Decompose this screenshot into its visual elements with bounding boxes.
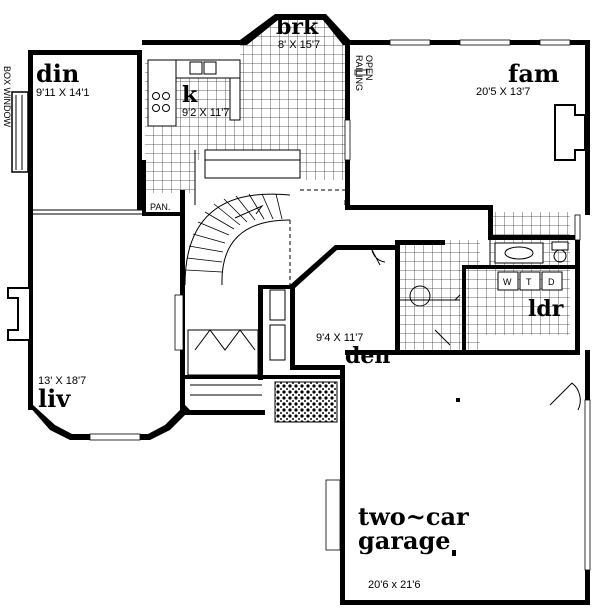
- room-dim-k: 9'2 X 11'7: [182, 107, 229, 119]
- room-name-garage-1: two~car: [358, 502, 469, 531]
- doors: [187, 249, 581, 411]
- label-dryer: D: [548, 277, 555, 287]
- room-name-din: din: [36, 59, 79, 88]
- room-dim-liv: 13' X 18'7: [38, 375, 86, 387]
- label-box-window: BOX WINDOW: [2, 66, 12, 128]
- room-dim-den: 9'4 X 11'7: [316, 332, 363, 344]
- room-dim-garage: 20'6 x 21'6: [368, 579, 421, 591]
- room-name-k: k: [182, 82, 198, 108]
- label-open-railing-2: RAILING: [354, 55, 364, 91]
- ceiling-marks: [452, 398, 460, 556]
- room-name-liv: liv: [38, 384, 71, 413]
- partitions: [33, 150, 491, 301]
- curved-staircase: [184, 193, 291, 286]
- windows: [89, 39, 591, 571]
- room-labels: brk 8' X 15'7 din 9'11 X 14'1 k 9'2 X 11…: [2, 14, 564, 591]
- planter: [274, 381, 338, 423]
- label-pantry: PAN.: [150, 202, 170, 212]
- label-open-railing-1: OPEN: [364, 55, 374, 81]
- room-name-brk: brk: [276, 14, 319, 40]
- room-dim-fam: 20'5 X 13'7: [476, 86, 530, 98]
- box-window: [11, 91, 29, 173]
- bath-fixtures: [409, 241, 569, 307]
- room-dim-din: 9'11 X 14'1: [36, 87, 90, 99]
- kitchen-counters: [147, 59, 301, 179]
- room-name-fam: fam: [508, 59, 559, 88]
- room-dim-brk: 8' X 15'7: [278, 39, 320, 51]
- fireplaces: [7, 104, 586, 341]
- label-tub: T: [526, 277, 532, 287]
- label-washer: W: [503, 277, 512, 287]
- room-name-ldr: ldr: [528, 296, 564, 322]
- room-name-garage-2: garage: [358, 526, 451, 555]
- room-name-den: den: [345, 343, 390, 369]
- entry-steps: [190, 384, 262, 396]
